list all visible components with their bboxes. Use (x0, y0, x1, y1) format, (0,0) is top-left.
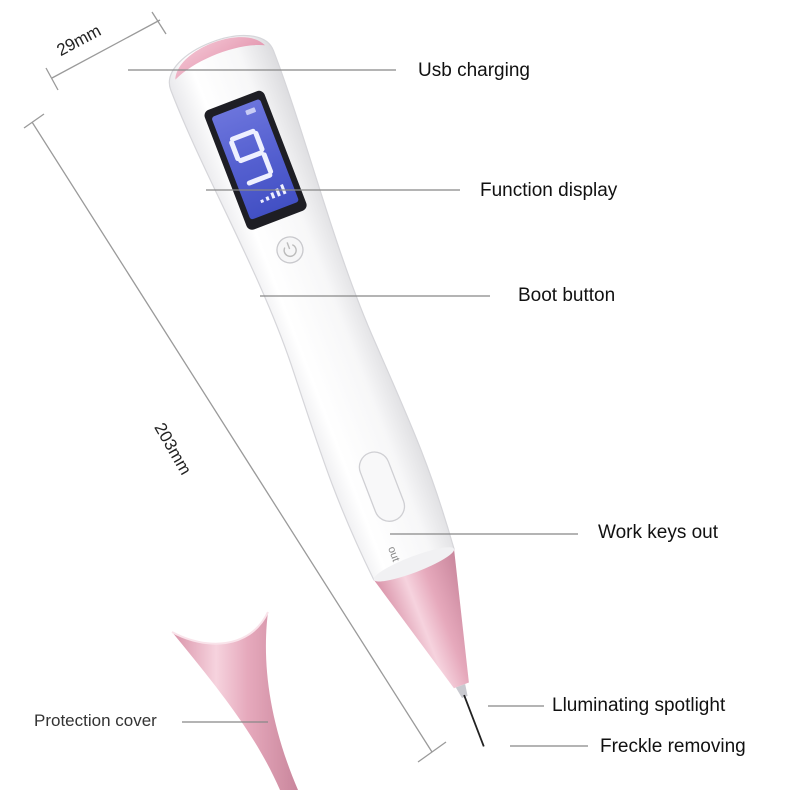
callout-boot-button: Boot button (518, 285, 616, 306)
callout-illuminating-spotlight: Lluminating spotlight (552, 695, 726, 716)
callout-protection-cover: Protection cover (34, 711, 157, 730)
work-key-text: out (385, 545, 402, 563)
dimension-203mm (23, 113, 447, 763)
callout-freckle-removing: Freckle removing (600, 736, 746, 757)
boot-button[interactable] (273, 233, 307, 267)
protection-cover (171, 611, 298, 790)
leader-lines (128, 69, 588, 747)
callout-usb-charging: Usb charging (418, 60, 530, 81)
callout-function-display: Function display (480, 180, 618, 201)
dimension-29mm (45, 11, 167, 91)
work-key-button[interactable] (355, 448, 409, 526)
callout-work-keys-out: Work keys out (598, 522, 719, 543)
pen-body (168, 34, 485, 747)
